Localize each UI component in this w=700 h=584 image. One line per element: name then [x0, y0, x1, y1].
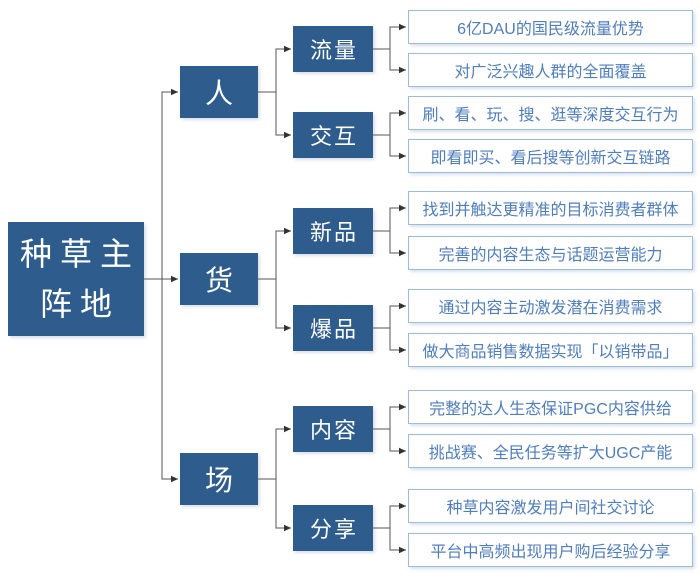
sub-node-traffic: 流量	[293, 26, 373, 72]
connector	[373, 134, 406, 160]
sub-node-new-product: 新品	[293, 208, 373, 254]
leaf-item: 平台中高频出现用户购后经验分享	[408, 533, 693, 567]
connector	[144, 278, 178, 483]
connector	[373, 109, 406, 136]
root-node: 种草主 阵地	[8, 222, 144, 336]
sub-node-sharing: 分享	[293, 505, 373, 551]
leaf-item: 即看即买、看后搜等创新交互链路	[408, 139, 693, 173]
branch-node-people: 人	[180, 66, 258, 118]
leaf-item: 挑战赛、全民任务等扩大UGC产能	[408, 434, 693, 468]
connector	[373, 403, 406, 430]
connector	[373, 527, 406, 554]
leaf-item: 通过内容主动激发潜在消费需求	[408, 289, 693, 323]
connector	[258, 227, 291, 280]
sub-node-hot-product: 爆品	[293, 305, 373, 351]
connector	[258, 45, 291, 93]
leaf-item: 做大商品销售数据实现「以销带品」	[408, 333, 693, 367]
connector	[258, 278, 291, 332]
connector	[373, 302, 406, 329]
connector	[373, 428, 406, 455]
connector	[373, 327, 406, 354]
subnode-to-leaf-connectors	[373, 23, 406, 554]
connector	[258, 425, 291, 480]
connector	[373, 23, 406, 50]
connector	[258, 91, 291, 139]
root-label-line1: 种草主	[19, 236, 140, 272]
connector	[373, 502, 406, 529]
root-label-line2: 阵地	[39, 286, 120, 322]
branch-node-goods: 货	[180, 253, 258, 305]
branch-to-subnode-connectors	[258, 45, 291, 532]
leaf-item: 完善的内容生态与话题运营能力	[408, 236, 693, 270]
leaf-item: 完整的达人生态保证PGC内容供给	[408, 390, 693, 424]
sub-node-content: 内容	[293, 406, 373, 452]
connector	[373, 204, 406, 232]
sub-node-interaction: 交互	[293, 112, 373, 158]
connector	[373, 48, 406, 74]
leaf-item: 种草内容激发用户间社交讨论	[408, 489, 693, 523]
leaf-item: 对广泛兴趣人群的全面覆盖	[408, 53, 693, 87]
leaf-item: 找到并触达更精准的目标消费者群体	[408, 191, 693, 225]
root-to-branch-connectors	[144, 88, 178, 483]
leaf-item: 6亿DAU的国民级流量优势	[408, 10, 693, 44]
connector	[144, 88, 178, 280]
leaf-item: 刷、看、玩、搜、逛等深度交互行为	[408, 96, 693, 130]
connector	[373, 230, 406, 257]
branch-node-place: 场	[180, 453, 258, 505]
connector	[258, 478, 291, 532]
